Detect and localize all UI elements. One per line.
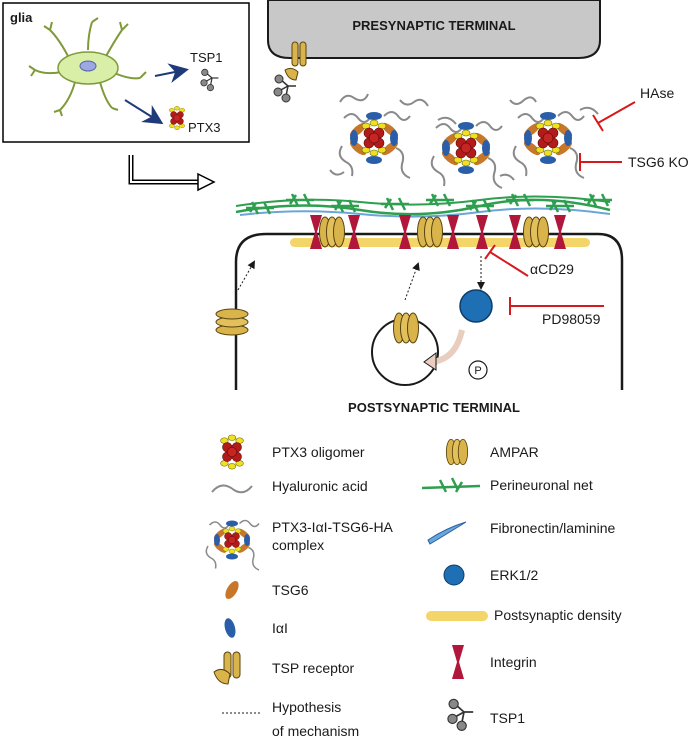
integrin-3 xyxy=(399,215,411,249)
postsynaptic-label: POSTSYNAPTIC TERMINAL xyxy=(348,400,520,415)
legend-integrin-label: Integrin xyxy=(490,654,537,670)
tsg6-ko-label: TSG6 KO xyxy=(628,154,689,170)
legend-complex-label: PTX3-IαI-TSG6-HA xyxy=(272,519,394,535)
psd-icon xyxy=(426,611,488,621)
recycling-ampar xyxy=(393,312,419,344)
inhibitor-hase: HAse xyxy=(592,85,674,132)
legend-ha-label: Hyaluronic acid xyxy=(272,478,368,494)
erk-node xyxy=(459,289,493,323)
internal-ampar-stack xyxy=(215,308,249,336)
inhibitor-acd29: αCD29 xyxy=(484,244,574,277)
legend-hypothesis-label: Hypothesis xyxy=(272,699,341,715)
legend-right: AMPAR Perineuronal net Fibronectin/lamin… xyxy=(421,438,622,732)
perineuronal-net-icon xyxy=(421,477,481,493)
erk-icon xyxy=(443,564,465,586)
ampar-1 xyxy=(319,216,345,248)
legend-tsg6-label: TSG6 xyxy=(272,582,309,598)
legend-ptx3-label: PTX3 oligomer xyxy=(272,444,365,460)
legend-iai-label: IαI xyxy=(272,620,288,636)
integrin-4 xyxy=(447,215,459,249)
glia-arrow-ptx3 xyxy=(124,99,164,125)
legend-pnn-label: Perineuronal net xyxy=(490,477,593,493)
glia-ptx3-label: PTX3 xyxy=(188,120,221,135)
hyaluronic-acid-icon xyxy=(211,484,253,494)
ptx3-oligomer-icon xyxy=(220,434,244,470)
acd29-label: αCD29 xyxy=(530,261,574,277)
ha-strands xyxy=(329,93,599,181)
complex-1 xyxy=(340,112,410,178)
inhibitor-tsg6-ko: TSG6 KO xyxy=(579,153,689,171)
glia-inset: glia TSP1 PTX3 xyxy=(2,2,250,143)
legend-hypothesis-label-2: of mechanism xyxy=(272,723,359,739)
ampar-2 xyxy=(417,216,443,248)
presynaptic-label: PRESYNAPTIC TERMINAL xyxy=(352,18,515,33)
fibronectin-icon xyxy=(427,521,467,545)
phospho-label: P xyxy=(474,365,481,377)
legend-complex-label-2: complex xyxy=(272,537,324,553)
tsp-receptor-pre xyxy=(284,41,307,81)
secretion-arrow-outer xyxy=(128,155,200,185)
iai-icon xyxy=(224,618,236,638)
legend-left: PTX3 oligomer Hyaluronic acid PTX3-IαI-T… xyxy=(206,434,394,739)
hase-label: HAse xyxy=(640,85,674,101)
integrin-7 xyxy=(554,215,566,249)
glia-label: glia xyxy=(10,10,33,25)
integrin-icon xyxy=(452,645,464,679)
integrin-6 xyxy=(509,215,521,249)
legend-tsp1-label: TSP1 xyxy=(490,710,525,726)
complex-3 xyxy=(514,112,584,178)
glia-nucleus xyxy=(79,60,97,72)
complex-2 xyxy=(432,122,502,188)
glia-arrow-tsp1 xyxy=(154,63,189,83)
perineuronal-net xyxy=(235,192,614,218)
complex-icon xyxy=(206,521,259,571)
legend-psd-label: Postsynaptic density xyxy=(494,607,622,623)
tsp1-icon xyxy=(447,698,475,732)
erk-phospho-arrowhead xyxy=(423,352,437,371)
legend-erk-label: ERK1/2 xyxy=(490,567,538,583)
legend-ampar-label: AMPAR xyxy=(490,444,539,460)
legend-fibronectin-label: Fibronectin/laminine xyxy=(490,520,615,536)
integrin-2 xyxy=(348,215,360,249)
integrin-5 xyxy=(476,215,488,249)
ampar-3 xyxy=(523,216,549,248)
tsp-receptor-icon xyxy=(213,651,241,685)
presynaptic-terminal xyxy=(267,0,601,59)
inhibitor-pd98059: PD98059 xyxy=(509,297,604,327)
ampar-icon xyxy=(445,438,469,466)
hypothesis-arrow-1 xyxy=(237,260,255,291)
phospho-circle xyxy=(468,360,488,380)
glia-tsp1-label: TSP1 xyxy=(190,50,223,65)
secretion-arrow-head xyxy=(197,172,216,192)
legend-tsp-receptor-label: TSP receptor xyxy=(272,660,355,676)
tsg6-icon xyxy=(225,580,239,600)
pd98059-label: PD98059 xyxy=(542,311,601,327)
hypothesis-arrow-2 xyxy=(404,262,420,301)
secretion-arrow-inner xyxy=(130,155,200,183)
